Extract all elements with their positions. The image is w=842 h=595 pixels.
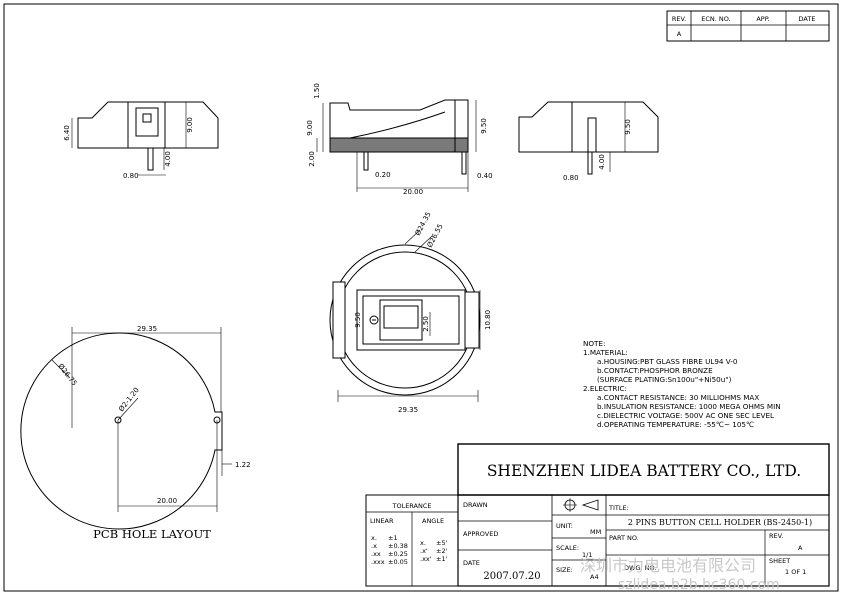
company-name: SHENZHEN LIDEA BATTERY CO., LTD. bbox=[487, 462, 801, 480]
pcb-offset-label: 1.22 bbox=[235, 461, 251, 469]
note-line: 1.MATERIAL: bbox=[583, 348, 628, 357]
pcb-diam-label: Ø26.75 bbox=[56, 362, 78, 387]
side-pin-label: 0.20 bbox=[375, 171, 391, 179]
unit-value: MM bbox=[590, 528, 601, 536]
rev-header-rev: REV. bbox=[672, 15, 686, 23]
tol-val: ±0.25 bbox=[388, 550, 408, 558]
note-line: c.DIELECTRIC VOLTAGE: 500V AC ONE SEC LE… bbox=[597, 411, 774, 420]
size-label: SIZE: bbox=[556, 566, 573, 574]
pcb-hole-label: Ø2-1.20 bbox=[117, 386, 141, 413]
tol-val: ±0.05 bbox=[388, 558, 408, 566]
tol-fmt: x. bbox=[371, 534, 377, 542]
unit-label: UNIT: bbox=[556, 522, 573, 530]
note-line: 2.ELECTRIC: bbox=[583, 384, 627, 393]
scale-value: 1/1 bbox=[582, 551, 592, 559]
top-h2-label: 2.50 bbox=[422, 316, 430, 332]
top-d2-label: Ø26.55 bbox=[426, 223, 445, 249]
tol-fmt: x. bbox=[420, 539, 426, 547]
tolerance-title: TOLERANCE bbox=[391, 502, 431, 510]
tol-fmt: .xxx bbox=[371, 558, 385, 566]
right-height-label: 9.50 bbox=[624, 119, 632, 135]
note-line: a.CONTACT RESISTANCE: 30 MILLIOHMS MAX bbox=[597, 393, 759, 402]
side-width-label: 20.00 bbox=[403, 188, 423, 196]
side-view bbox=[316, 99, 477, 192]
sheet-label: SHEET bbox=[769, 557, 790, 565]
watermark-url: szlidea.b2b.hc360.com bbox=[618, 577, 780, 593]
top-h3-label: 10.80 bbox=[484, 310, 492, 330]
rev-label: REV. bbox=[769, 532, 783, 540]
pcb-width-label: 29.35 bbox=[137, 325, 157, 333]
front-height-right-label: 9.00 bbox=[186, 117, 194, 133]
right-view bbox=[518, 101, 659, 175]
dwg-no-label: DWG. NO. bbox=[624, 564, 656, 572]
rev-header-app: APP. bbox=[756, 15, 769, 23]
pcb-layout-title: PCB HOLE LAYOUT bbox=[93, 527, 211, 541]
tol-val: ±1' bbox=[436, 555, 448, 563]
side-top-label: 1.50 bbox=[313, 83, 321, 99]
part-no-label: PART NO. bbox=[609, 534, 639, 542]
pcb-layout bbox=[20, 327, 232, 530]
date-value: 2007.07.20 bbox=[483, 571, 540, 582]
tol-val: ±1 bbox=[388, 534, 398, 542]
tolerance-linear-label: LINEAR bbox=[370, 517, 394, 525]
tol-val: ±2' bbox=[436, 547, 448, 555]
tolerance-rows: x. ±1 .x ±0.38 .xx ±0.25 .xxx ±0.05 x. ±… bbox=[371, 534, 448, 566]
size-value: A4 bbox=[590, 573, 599, 581]
side-base-label: 2.00 bbox=[308, 151, 316, 167]
rev-header-ecn: ECN. NO. bbox=[701, 15, 730, 23]
front-height-left-label: 6.40 bbox=[63, 125, 71, 141]
note-line: a.HOUSING:PBT GLASS FIBRE UL94 V-0 bbox=[597, 357, 738, 366]
side-right-label: 9.50 bbox=[480, 118, 488, 134]
right-pin-width-label: 0.80 bbox=[563, 174, 579, 182]
right-pin-len-label: 4.00 bbox=[598, 154, 606, 170]
note-line: (SURFACE PLATING:Sn100u"+Ni50u") bbox=[597, 375, 732, 384]
pcb-pitch-label: 20.00 bbox=[157, 497, 177, 505]
side-pin-right-label: 0.40 bbox=[477, 172, 493, 180]
rev-row-rev: A bbox=[677, 30, 682, 38]
front-pin-len-label: 4.00 bbox=[164, 151, 172, 167]
tolerance-angle-label: ANGLE bbox=[422, 517, 444, 525]
top-view bbox=[329, 229, 481, 402]
tol-fmt: .xx' bbox=[420, 555, 432, 563]
note-line: b.CONTACT:PHOSPHOR BRONZE bbox=[597, 366, 713, 375]
title-label: TITLE: bbox=[608, 504, 629, 512]
tol-fmt: .xx bbox=[371, 550, 381, 558]
drawn-label: DRAWN bbox=[463, 501, 488, 509]
tol-val: ±0.38 bbox=[388, 542, 408, 550]
approved-label: APPROVED bbox=[463, 530, 498, 538]
watermark-cn: 深圳市力电电池有限公司 bbox=[580, 556, 756, 575]
tol-val: ±5' bbox=[436, 539, 448, 547]
sheet-border bbox=[3, 3, 839, 592]
sheet-value: 1 OF 1 bbox=[785, 568, 806, 576]
revision-table: REV. ECN. NO. APP. DATE A bbox=[666, 10, 830, 42]
front-view bbox=[71, 101, 219, 176]
top-d1-label: Ø24.35 bbox=[414, 211, 433, 237]
side-height-label: 9.00 bbox=[306, 120, 314, 136]
top-h1-label: 9.50 bbox=[354, 312, 362, 328]
rev-header-date: DATE bbox=[799, 15, 816, 23]
rev-value: A bbox=[798, 544, 803, 552]
title-block bbox=[365, 443, 830, 587]
notes-block: NOTE: 1.MATERIAL: a.HOUSING:PBT GLASS FI… bbox=[583, 339, 781, 429]
front-pin-width-label: 0.80 bbox=[123, 172, 139, 180]
scale-label: SCALE: bbox=[556, 544, 579, 552]
tol-fmt: .x' bbox=[420, 547, 428, 555]
note-line: d.OPERATING TEMPERATURE: -55℃~ 105℃ bbox=[597, 420, 754, 429]
title-value: 2 PINS BUTTON CELL HOLDER (BS-2450-1) bbox=[628, 518, 812, 527]
date-label: DATE bbox=[463, 559, 480, 567]
note-line: NOTE: bbox=[583, 339, 605, 348]
top-width-label: 29.35 bbox=[398, 406, 418, 414]
tol-fmt: .x bbox=[371, 542, 377, 550]
note-line: b.INSULATION RESISTANCE: 1000 MEGA OHMS … bbox=[597, 402, 781, 411]
